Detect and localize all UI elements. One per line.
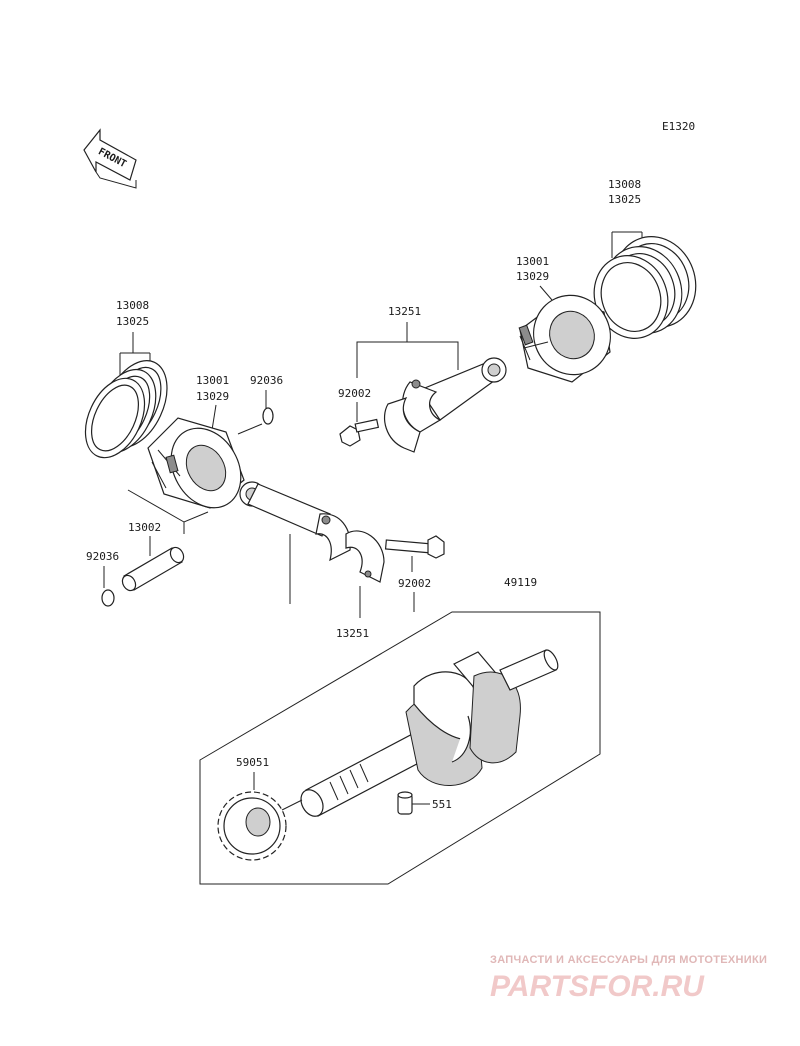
callout-right-piston-2: 13029 [516,270,549,283]
callout-dowel: 551 [432,798,452,811]
callout-left-rod: 13251 [336,627,369,640]
callout-right-rings-2: 13025 [608,193,641,206]
right-piston [518,294,611,383]
callout-left-piston-1: 13001 [196,374,229,387]
right-rod-bolt [339,418,380,447]
callout-gear: 59051 [236,756,269,769]
left-wrist-pin-clip-top [262,407,274,425]
watermark-caption: ЗАПЧАСТИ И АКСЕССУАРЫ ДЛЯ МОТОТЕХНИКИ [490,954,767,966]
left-piston [147,417,245,509]
callout-pin: 13002 [128,521,161,534]
callout-right-rings-1: 13008 [608,178,641,191]
wrist-pin [121,546,185,592]
callout-left-piston-2: 13029 [196,390,229,403]
callout-right-rod: 13251 [388,305,421,318]
callout-left-bolt: 92002 [398,577,431,590]
dowel-pin [397,791,413,815]
callout-left-rings-2: 13025 [116,315,149,328]
watermark-logo: PARTSFOR.RU [490,970,705,1003]
timing-gear [217,791,287,861]
callout-crankshaft: 49119 [504,576,537,589]
left-wrist-pin-clip-bottom [101,589,115,607]
left-connecting-rod [239,481,385,583]
crankshaft-frame [199,611,601,885]
right-piston-rings [593,236,697,339]
diagram-code: E1320 [662,120,695,133]
left-rod-bolt [384,535,445,559]
left-piston-rings [84,360,168,459]
callout-right-bolt: 92002 [338,387,371,400]
callout-right-piston-1: 13001 [516,255,549,268]
callout-left-clip-top: 92036 [250,374,283,387]
crankshaft [300,649,559,817]
front-arrow-icon: FRONT [83,128,137,189]
callout-left-clip-bottom: 92036 [86,550,119,563]
right-connecting-rod [383,357,507,453]
callout-left-rings-1: 13008 [116,299,149,312]
